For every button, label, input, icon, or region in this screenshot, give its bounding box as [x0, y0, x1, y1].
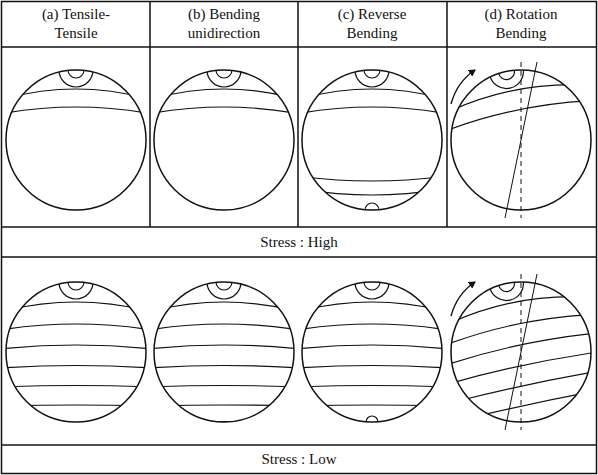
origin-mark: [59, 282, 93, 299]
mark-group: [432, 56, 590, 133]
specimen-section: [302, 70, 442, 210]
origin-mark: [366, 416, 378, 422]
beach-mark: [296, 386, 448, 388]
row-header: Stress : Low: [0, 450, 598, 469]
beach-mark: [0, 107, 152, 114]
origin-mark: [364, 70, 380, 78]
beach-mark: [0, 405, 152, 406]
origin-mark: [365, 203, 379, 210]
origin-mark: [364, 282, 380, 290]
column-header: (b) Bending unidirection: [168, 5, 280, 43]
mark-group: [0, 70, 152, 114]
beach-mark: [148, 405, 300, 406]
beach-mark: [296, 324, 448, 330]
rotation-arrow: [451, 70, 475, 104]
beach-mark: [0, 324, 152, 330]
mark-group: [148, 282, 300, 422]
mark-group: [0, 282, 152, 406]
mark-set: [296, 70, 448, 210]
beach-mark: [296, 107, 448, 114]
origin-mark: [216, 282, 232, 290]
mark-set: [432, 56, 590, 133]
axis-lines: [451, 62, 537, 218]
specimen-section: [6, 70, 146, 210]
mark-group: [296, 282, 448, 422]
column-header: (d) Rotation Bending: [465, 5, 577, 43]
beach-mark: [296, 188, 448, 195]
beach-mark: [296, 176, 448, 181]
beach-mark: [441, 309, 591, 346]
beach-mark: [454, 369, 598, 402]
mark-set: [296, 282, 448, 422]
mark-set: [0, 70, 152, 114]
mark-set: [148, 282, 300, 422]
rotation-arrow: [451, 282, 475, 316]
beach-mark: [148, 386, 300, 388]
beach-mark: [148, 107, 300, 114]
specimen-section: [154, 282, 294, 422]
specimen-section: [154, 70, 294, 210]
origin-mark: [355, 70, 389, 87]
beach-mark: [436, 287, 587, 328]
beach-mark: [148, 366, 300, 369]
beach-mark: [296, 345, 448, 349]
tilted-axis: [505, 274, 537, 430]
column-header: (a) Tensile- Tensile: [20, 5, 132, 43]
mark-set: [148, 70, 300, 114]
origin-mark: [68, 70, 84, 78]
specimen-section: [6, 282, 146, 422]
beach-mark: [0, 386, 152, 388]
specimen-section: [302, 282, 442, 422]
beach-mark: [0, 366, 152, 369]
origin-mark: [355, 282, 389, 299]
beach-mark: [296, 366, 448, 369]
row-header: Stress : High: [0, 233, 598, 252]
beach-mark: [148, 324, 300, 330]
column-header: (c) Reverse Bending: [316, 5, 428, 43]
origin-mark: [207, 70, 241, 87]
beach-mark: [148, 345, 300, 349]
axis-lines: [451, 274, 537, 430]
mark-group: [148, 70, 300, 114]
beach-mark: [0, 345, 152, 349]
tilted-axis: [505, 62, 537, 218]
beach-mark: [296, 405, 448, 406]
origin-mark: [207, 282, 241, 299]
beach-mark: [436, 75, 587, 116]
mark-group: [296, 70, 448, 210]
fracture-surfaces: [0, 56, 598, 430]
origin-mark: [59, 70, 93, 87]
origin-mark: [68, 282, 84, 290]
origin-mark: [216, 70, 232, 78]
mark-set: [0, 282, 152, 406]
beach-mark: [449, 349, 598, 383]
